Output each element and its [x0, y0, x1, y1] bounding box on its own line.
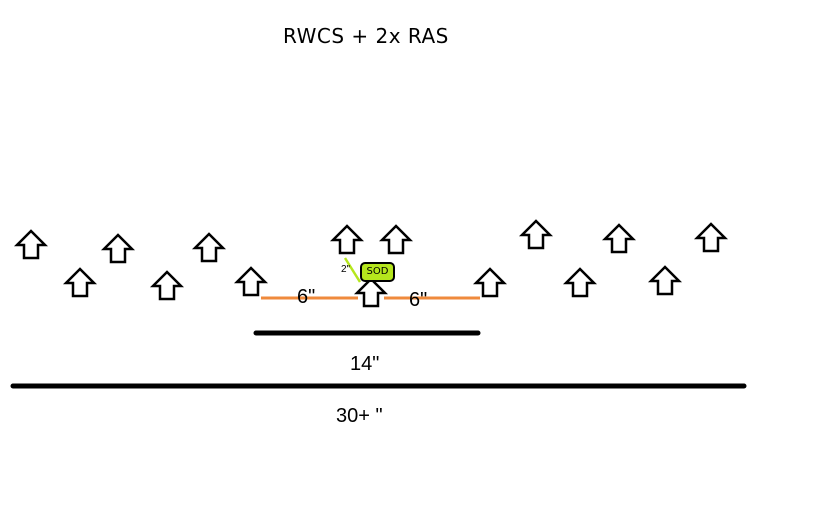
inner-width-label: 14" [350, 353, 380, 375]
up-arrow-icon [235, 266, 267, 297]
sod-bubble: SOD [360, 262, 395, 282]
right-gap-label: 6" [409, 289, 428, 311]
up-arrow-icon [649, 265, 681, 296]
outer-width-label: 30+ " [336, 405, 383, 427]
up-arrow-icon [64, 267, 96, 298]
up-arrow-icon [603, 223, 635, 254]
up-arrow-icon [520, 219, 552, 250]
up-arrow-icon [474, 267, 506, 298]
up-arrow-icon [564, 267, 596, 298]
up-arrow-icon [331, 224, 363, 255]
up-arrow-icon [355, 277, 387, 308]
up-arrow-icon [193, 232, 225, 263]
up-arrow-icon [380, 224, 412, 255]
diagram-title: RWCS + 2x RAS [283, 24, 449, 48]
up-arrow-icon [102, 233, 134, 264]
sod-pointer-line [343, 257, 362, 283]
left-gap-label: 6" [297, 286, 316, 308]
sod-distance-label: 2" [341, 264, 351, 275]
up-arrow-icon [15, 229, 47, 260]
up-arrow-icon [695, 222, 727, 253]
up-arrow-icon [151, 270, 183, 301]
